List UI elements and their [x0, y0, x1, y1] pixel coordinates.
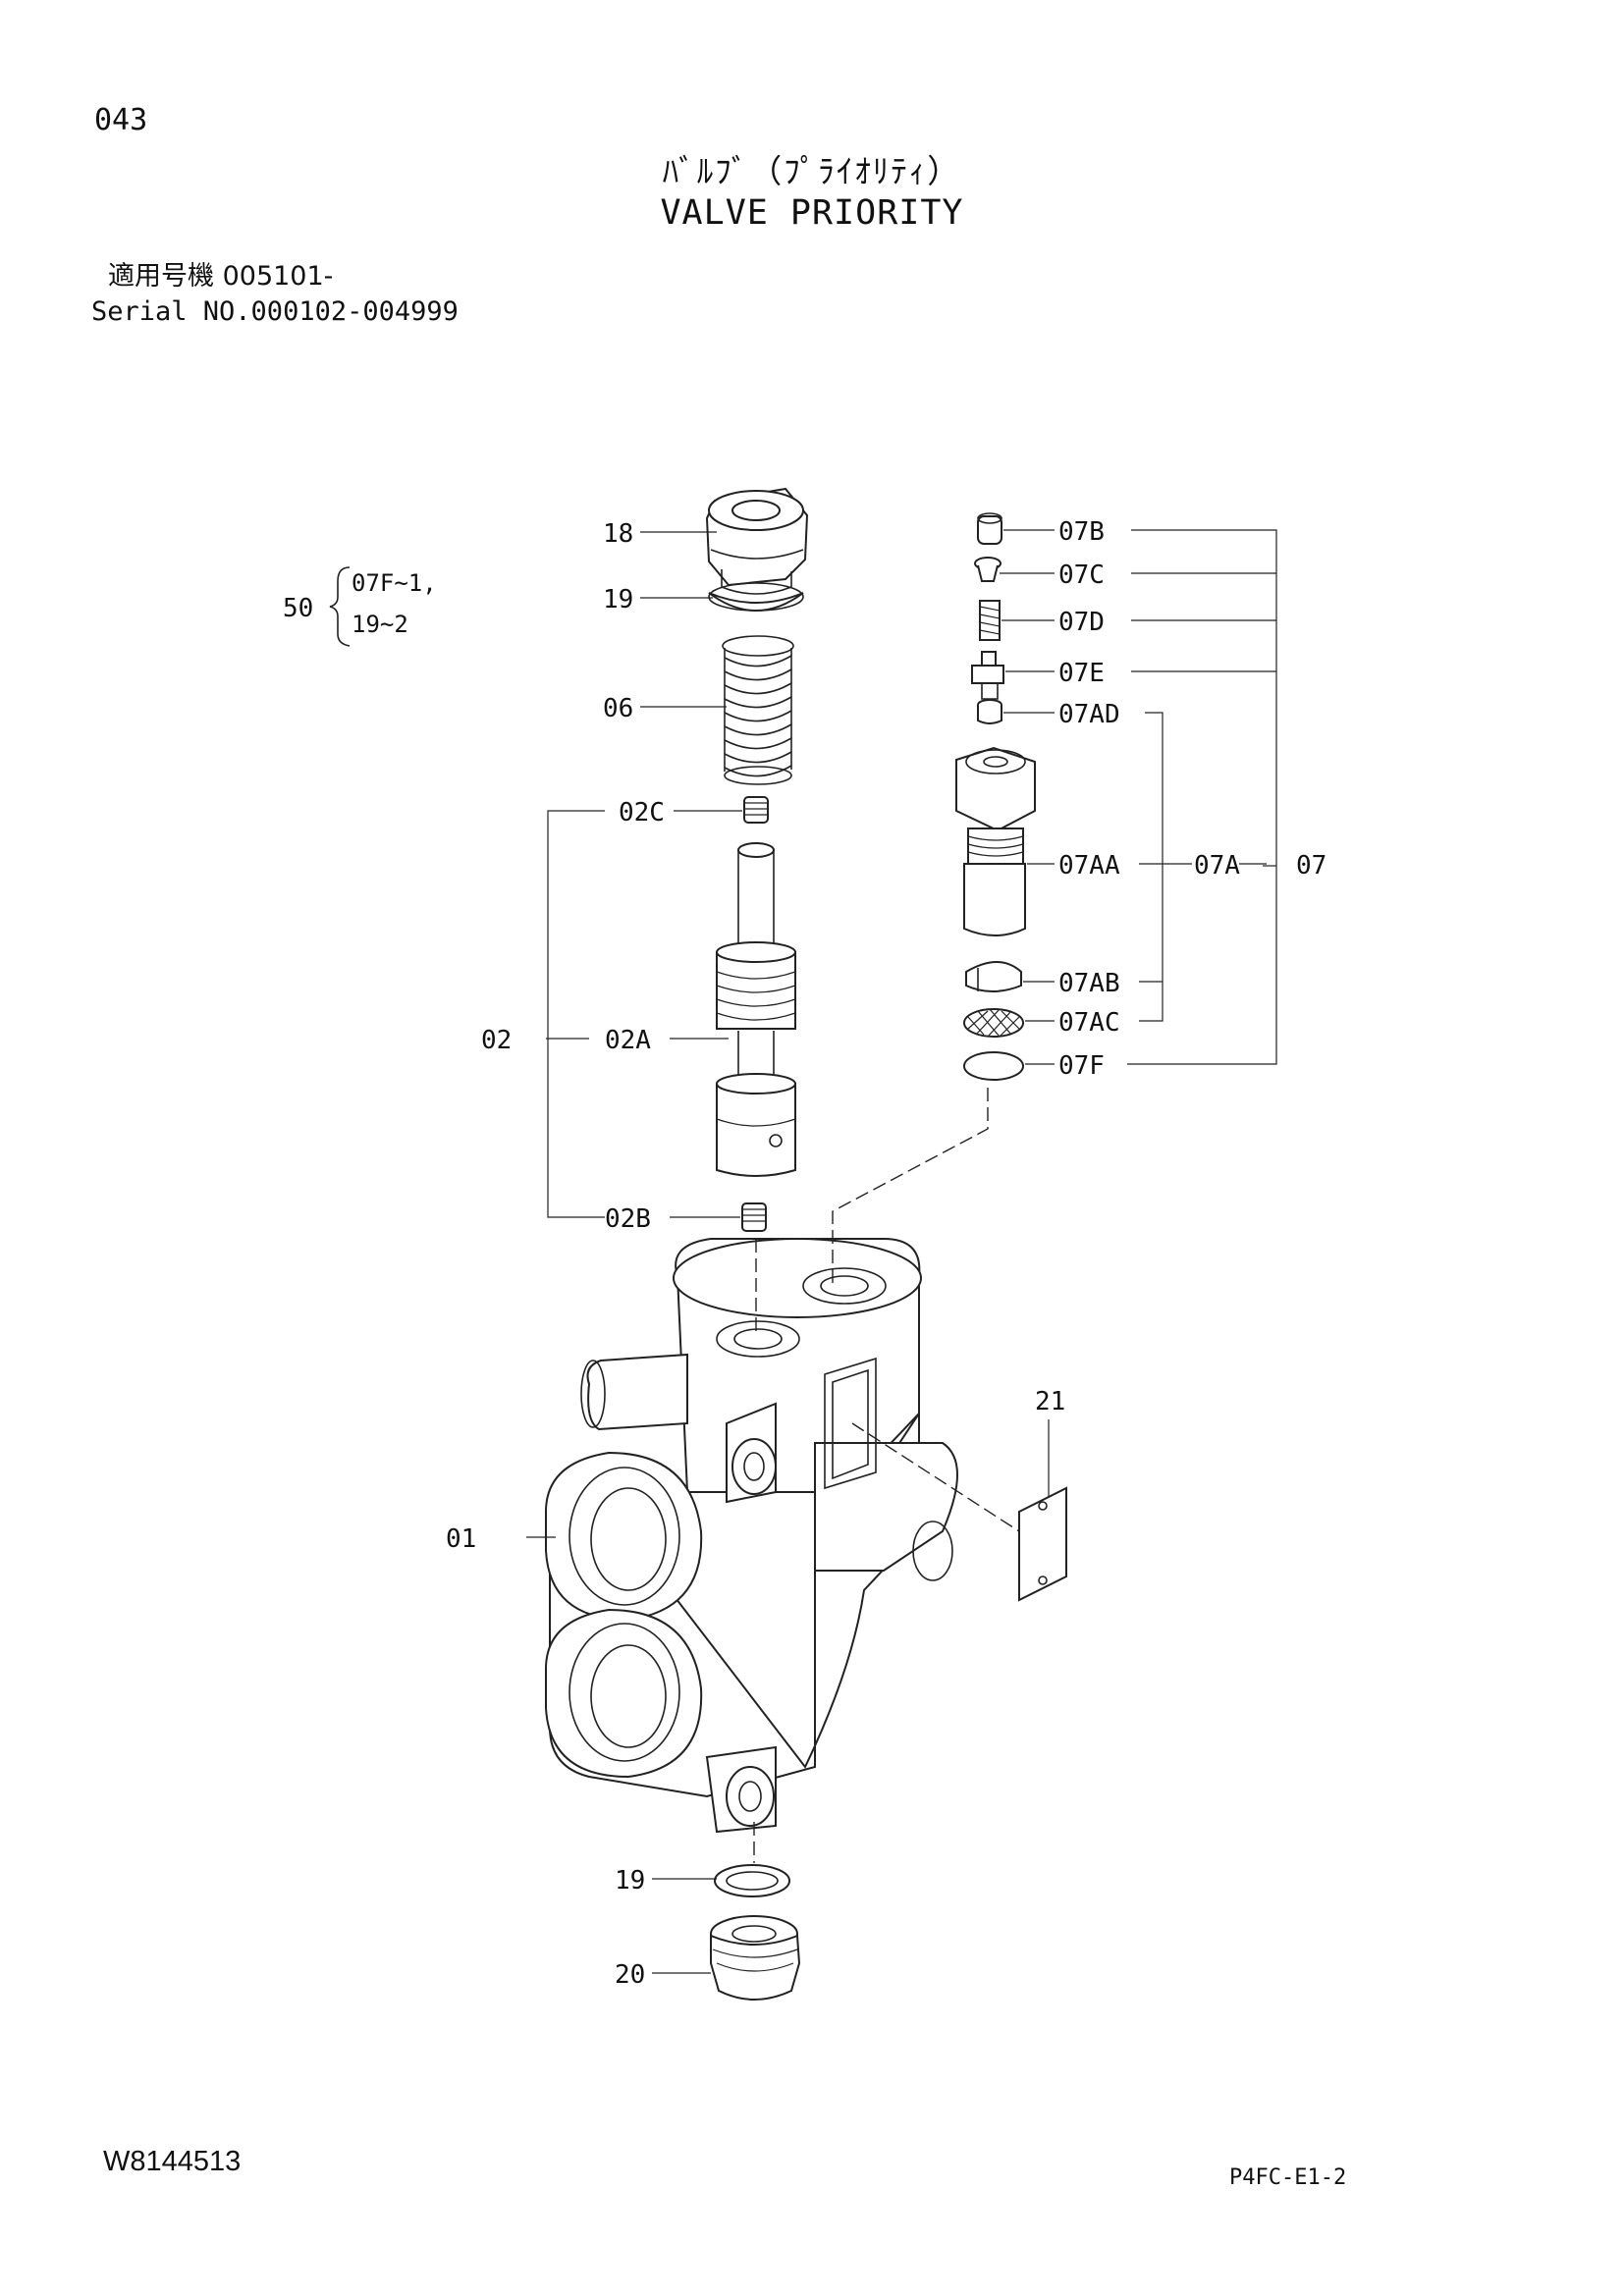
- label-20: 20: [615, 1960, 645, 1990]
- part-labels: 18 19 06 02C 02 02A 02B 01 19 20 21 07B …: [283, 517, 1326, 1990]
- label-02A: 02A: [605, 1026, 651, 1055]
- label-07AD: 07AD: [1058, 700, 1120, 729]
- part-07C: [974, 557, 1001, 582]
- label-07AA: 07AA: [1058, 851, 1120, 881]
- label-19-bottom: 19: [615, 1866, 645, 1896]
- part-07F-oring: [963, 1051, 1024, 1081]
- part-07AB-ring: [965, 961, 1022, 992]
- part-07D-spring: [979, 600, 1001, 641]
- label-07: 07: [1296, 851, 1326, 881]
- label-18: 18: [603, 519, 633, 549]
- part-19-oring-bottom: [714, 1864, 790, 1897]
- applicable-machine-number: 適用号機 005101-: [108, 261, 334, 292]
- title-japanese: ﾊﾞﾙﾌﾞ（ﾌﾟﾗｲｵﾘﾃｨ）: [662, 152, 962, 190]
- part-01-valve-body: [545, 1238, 958, 1834]
- kit-note-line1: 07F~1,: [352, 569, 437, 597]
- part-02C-plug: [743, 796, 769, 824]
- part-06-spring: [722, 635, 794, 785]
- part-02A-spool: [716, 842, 796, 1177]
- label-07F: 07F: [1058, 1051, 1105, 1081]
- label-02B: 02B: [605, 1204, 651, 1234]
- page-number: 043: [94, 103, 148, 137]
- label-07A: 07A: [1194, 851, 1240, 881]
- part-07B: [977, 512, 1002, 545]
- drawing-number: W8144513: [103, 2146, 242, 2177]
- part-07AA-cartridge: [955, 746, 1036, 936]
- part-18-plug: [705, 487, 809, 595]
- part-07AC-screen: [963, 1008, 1024, 1038]
- label-07AB: 07AB: [1058, 969, 1120, 998]
- label-07E: 07E: [1058, 659, 1105, 688]
- label-02C: 02C: [619, 798, 665, 828]
- page-code: P4FC-E1-2: [1229, 2165, 1347, 2190]
- label-21: 21: [1035, 1387, 1065, 1416]
- label-06: 06: [603, 694, 633, 723]
- kit-note-number: 50: [283, 594, 313, 623]
- label-07D: 07D: [1058, 608, 1105, 637]
- leader-lines: [329, 529, 1277, 1974]
- part-21-nameplate: [1018, 1486, 1067, 1602]
- assembly-lines: [753, 1088, 1020, 1863]
- label-19-top: 19: [603, 585, 633, 614]
- kit-note-line2: 19~2: [352, 611, 408, 638]
- label-02: 02: [481, 1026, 512, 1055]
- part-19-oring-top: [708, 582, 804, 612]
- part-07AD: [977, 699, 1002, 724]
- title-english: VALVE PRIORITY: [660, 193, 964, 233]
- label-07AC: 07AC: [1058, 1008, 1120, 1038]
- part-02B-plug: [741, 1202, 767, 1232]
- label-01: 01: [446, 1524, 476, 1554]
- label-07B: 07B: [1058, 517, 1105, 547]
- part-20-plug: [710, 1915, 801, 2001]
- label-07C: 07C: [1058, 561, 1105, 590]
- serial-number-range: Serial NO.000102-004999: [91, 296, 459, 327]
- part-07E-poppet: [971, 651, 1004, 700]
